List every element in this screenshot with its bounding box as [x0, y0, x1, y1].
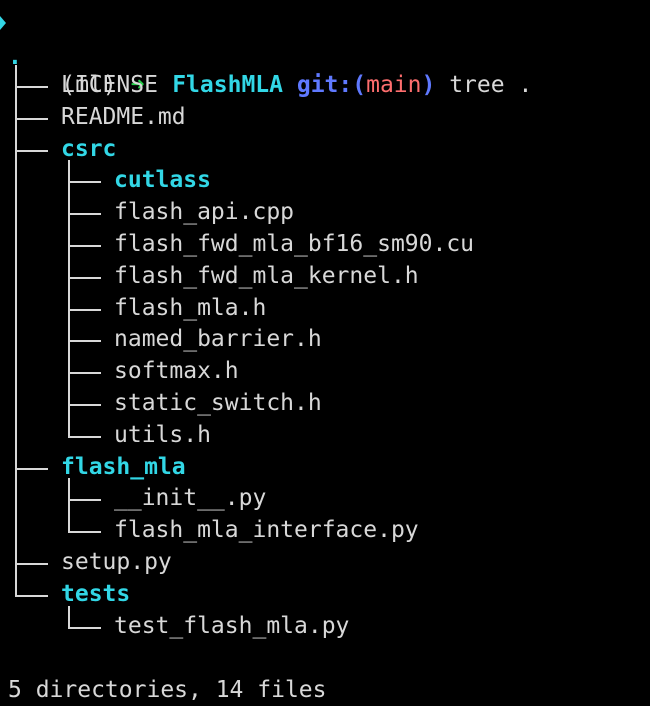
- tree-branch-line: [68, 499, 101, 502]
- tree-trunk-line: [15, 478, 17, 512]
- tree-trunk-line: [15, 542, 17, 575]
- prompt-line: (ml) ➜ FlashMLA git:(main) tree .: [0, 5, 532, 98]
- tree-trunk-line: [15, 573, 17, 597]
- tree-directory: tests: [61, 580, 131, 607]
- tree-summary: 5 directories, 14 files: [8, 677, 327, 703]
- tree-trunk-line: [68, 192, 70, 225]
- tree-trunk-line: [68, 510, 70, 534]
- tree-trunk-line: [15, 510, 17, 543]
- git-label-suffix: ): [421, 72, 436, 98]
- tree-branch-line: [68, 531, 101, 534]
- tree-branch-line: [15, 594, 48, 597]
- virtualenv-name: (ml): [61, 72, 117, 98]
- tree-trunk-line: [15, 446, 17, 480]
- tree-branch-line: [15, 117, 48, 120]
- tree-trunk-line: [15, 192, 17, 225]
- tree-branch-line: [15, 149, 48, 152]
- tree-branch-line: [68, 276, 101, 279]
- git-label-prefix: git:(: [296, 72, 367, 98]
- tree-file: LICENSE: [61, 72, 158, 98]
- tree-trunk-line: [15, 319, 17, 353]
- tree-trunk-line: [68, 224, 70, 257]
- tree-trunk-line: [15, 128, 17, 162]
- prompt-arrow-icon: ➜: [130, 72, 145, 98]
- tree-branch-line: [68, 372, 101, 375]
- tree-trunk-line: [68, 287, 70, 321]
- tree-branch-line: [68, 181, 101, 184]
- tree-file: __init__.py: [114, 485, 267, 512]
- tree-branch-line: [15, 86, 48, 88]
- tree-file: named_barrier.h: [114, 326, 322, 353]
- tree-trunk-line: [15, 160, 17, 194]
- git-branch: main: [366, 72, 422, 98]
- tree-branch-line: [68, 626, 101, 629]
- tree-trunk-line: [15, 414, 17, 448]
- command-text: tree .: [449, 72, 533, 98]
- tree-file: flash_fwd_mla_bf16_sm90.cu: [114, 231, 475, 257]
- tree-trunk-line: [68, 605, 70, 629]
- tree-trunk-line: [15, 287, 17, 321]
- tree-branch-line: [15, 467, 48, 470]
- tree-trunk-line: [15, 65, 17, 98]
- tree-branch-line: [68, 308, 101, 311]
- tree-trunk-line: [15, 255, 17, 289]
- tree-root: .: [8, 44, 22, 70]
- tree-trunk-line: [15, 383, 17, 416]
- tree-file: flash_api.cpp: [114, 199, 295, 226]
- tree-file: flash_fwd_mla_kernel.h: [114, 262, 419, 289]
- prompt-caret-icon: [0, 16, 6, 30]
- tree-directory: flash_mla: [61, 453, 186, 480]
- tree-trunk-line: [68, 478, 70, 512]
- tree-trunk-line: [15, 224, 17, 257]
- tree-file: utils.h: [114, 421, 211, 448]
- tree-directory: cutlass: [114, 167, 211, 194]
- tree-file: static_switch.h: [114, 390, 322, 416]
- tree-trunk-line: [68, 414, 70, 438]
- tree-branch-line: [15, 563, 48, 565]
- tree-file: setup.py: [61, 549, 172, 575]
- tree-branch-line: [68, 404, 101, 406]
- tree-file: README.md: [61, 103, 186, 130]
- tree-trunk-line: [15, 96, 17, 130]
- tree-directory: csrc: [61, 135, 117, 162]
- tree-trunk-line: [68, 255, 70, 289]
- tree-trunk-line: [68, 351, 70, 384]
- tree-trunk-line: [68, 160, 70, 194]
- tree-branch-line: [68, 435, 101, 438]
- repo-name: FlashMLA: [172, 72, 283, 98]
- tree-file: test_flash_mla.py: [114, 612, 350, 639]
- tree-branch-line: [68, 340, 101, 343]
- tree-file: softmax.h: [114, 358, 239, 385]
- tree-branch-line: [68, 245, 101, 247]
- tree-file: flash_mla_interface.py: [114, 517, 419, 544]
- tree-trunk-line: [68, 319, 70, 353]
- tree-trunk-line: [15, 351, 17, 384]
- tree-file: flash_mla.h: [114, 294, 267, 321]
- tree-trunk-line: [68, 383, 70, 416]
- tree-branch-line: [68, 213, 101, 216]
